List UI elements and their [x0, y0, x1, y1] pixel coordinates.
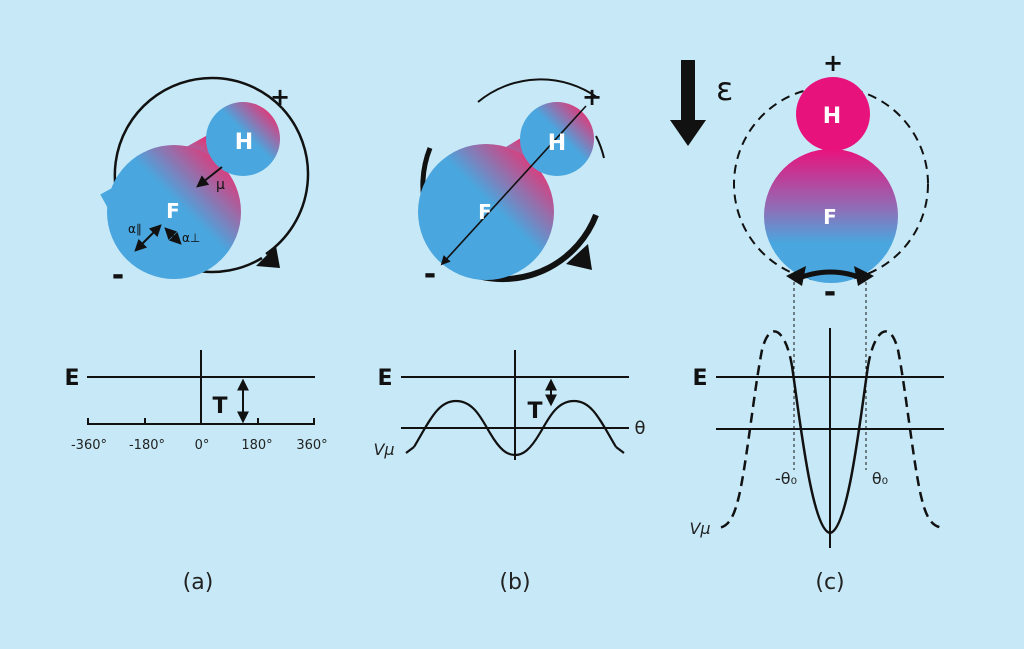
potential-well-solid	[790, 365, 870, 535]
charge-plus: +	[823, 49, 843, 77]
charge-minus: -	[824, 275, 836, 310]
potential-label-b: Vμ	[373, 440, 394, 459]
energy-label-a: E	[64, 366, 79, 391]
dipole-axis-arrow	[440, 105, 587, 266]
kinetic-label-a: T	[212, 394, 227, 419]
atom-label-h: H	[235, 130, 253, 155]
potential-well-dashed-left	[717, 330, 794, 530]
atom-label-f: F	[166, 199, 180, 223]
alpha-perp-label: α⊥	[182, 231, 200, 245]
tick-label: -360°	[71, 438, 107, 453]
charge-minus: -	[424, 257, 436, 292]
potential-curve-b	[413, 399, 617, 457]
field-label: ε	[716, 70, 733, 108]
charge-plus: +	[270, 83, 290, 111]
theta-label-b: θ	[634, 418, 645, 439]
tick-label: -180°	[129, 438, 165, 453]
energy-label-b: E	[377, 366, 392, 391]
potential-well-dashed-right	[866, 330, 945, 530]
dipole-symbol: μ	[216, 177, 225, 193]
polarizability-parallel-arrow	[134, 224, 162, 252]
hf-molecule-a	[100, 102, 280, 279]
atom-label-h: H	[823, 104, 841, 129]
libration-arrow	[786, 266, 874, 286]
charge-plus: +	[582, 83, 602, 111]
tick-marks-a	[87, 418, 315, 424]
caption-c: (c)	[815, 570, 844, 595]
hf-molecule-c	[764, 77, 898, 283]
tick-label: 0°	[195, 438, 210, 453]
energy-label-c: E	[692, 366, 707, 391]
panel-b: H F + - E T θ Vμ (b)	[373, 78, 646, 595]
tick-label: 360°	[296, 438, 327, 453]
theta-neg-label: -θ₀	[775, 469, 797, 488]
caption-b: (b)	[499, 570, 530, 595]
field-arrow	[670, 60, 706, 146]
panel-c: ε H F + - E -θ₀ θ₀ Vμ (c)	[670, 49, 945, 595]
theta-pos-label: θ₀	[872, 469, 888, 488]
dipole-arrow	[196, 166, 223, 188]
atom-label-f: F	[823, 205, 837, 229]
orbit-arrowhead	[256, 246, 280, 268]
potential-label-c: Vμ	[689, 519, 710, 538]
charge-minus: -	[112, 258, 124, 293]
atom-label-h: H	[548, 131, 566, 156]
alpha-parallel-label: α∥	[128, 222, 142, 236]
polarizability-perp-arrow	[164, 227, 182, 245]
panel-a: H F + - μ α∥ α⊥ E T -360° -180° 0° 180° …	[64, 76, 328, 595]
orbit-arrowhead	[566, 244, 592, 270]
angle-tick-labels: -360° -180° 0° 180° 360°	[71, 438, 328, 453]
atom-label-f: F	[478, 200, 492, 224]
kinetic-label-b: T	[527, 399, 542, 424]
tick-label: 180°	[241, 438, 272, 453]
caption-a: (a)	[183, 570, 214, 595]
